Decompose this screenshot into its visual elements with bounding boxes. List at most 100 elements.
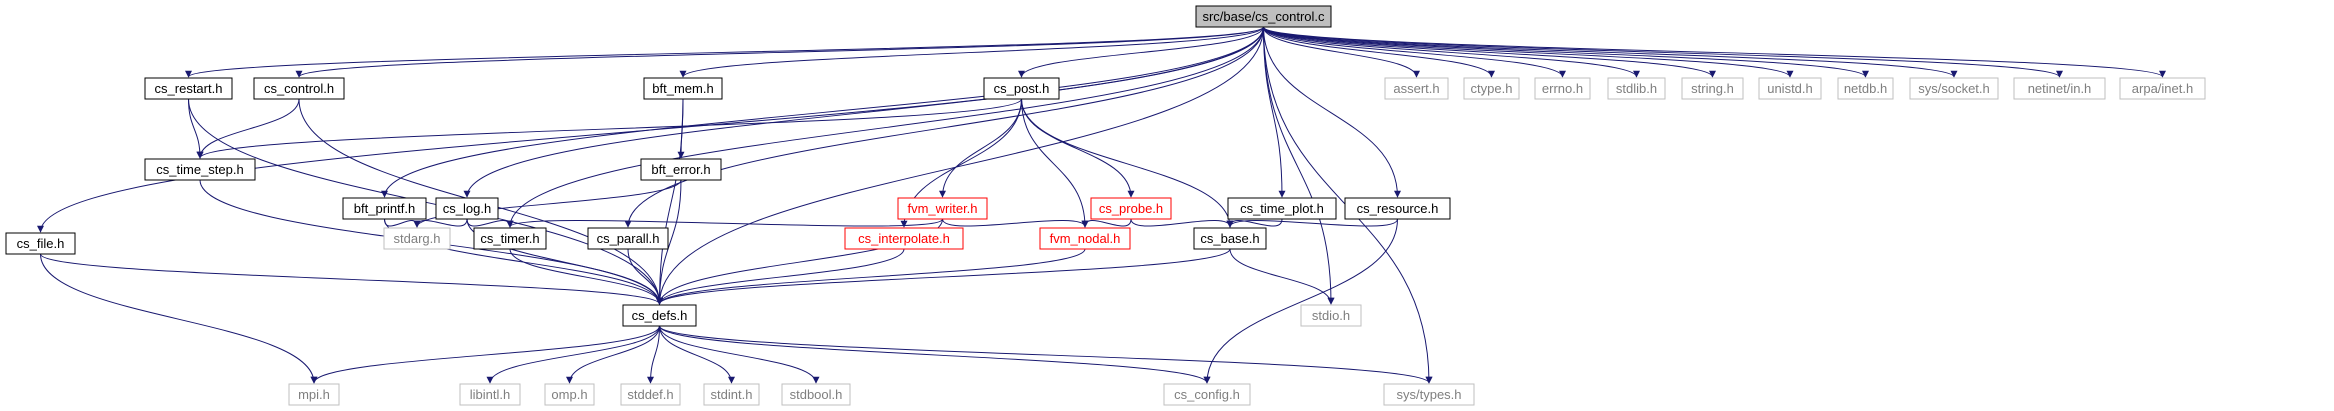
node-box xyxy=(1909,77,1999,100)
node-cs-control[interactable]: cs_control.h xyxy=(253,77,345,100)
node-box xyxy=(1837,77,1894,100)
node-box xyxy=(643,77,723,100)
edge-root-to-string xyxy=(1263,26,1716,78)
edge-root-to-ctype xyxy=(1263,26,1495,78)
node-bft-error[interactable]: bft_error.h xyxy=(640,158,722,181)
node-box xyxy=(1534,77,1591,100)
edge-cs_defs-to-stdint xyxy=(659,325,735,384)
node-box xyxy=(1227,197,1337,220)
node-label: libintl.h xyxy=(470,387,510,402)
node-cs-resource[interactable]: cs_resource.h xyxy=(1344,197,1451,220)
edge-cs_parall-to-cs_defs xyxy=(627,248,663,305)
node-box xyxy=(983,77,1060,100)
node-label: netdb.h xyxy=(1844,81,1887,96)
node-box xyxy=(1090,197,1172,220)
edge-root-to-stdlib xyxy=(1263,26,1640,78)
node-label: cs_probe.h xyxy=(1099,201,1163,216)
edge-cs_probe-to-cs_base xyxy=(1130,218,1234,228)
edge-root-to-sys_socket xyxy=(1263,26,1958,78)
edge-root-to-cs_resource xyxy=(1263,26,1401,198)
node-cs-restart[interactable]: cs_restart.h xyxy=(144,77,233,100)
edge-cs_timer-to-cs_defs xyxy=(509,248,663,305)
edge-cs_defs-to-libintl xyxy=(486,325,660,384)
node-errno: errno.h xyxy=(1534,77,1591,100)
node-sys-socket: sys/socket.h xyxy=(1909,77,1999,100)
node-label: cs_control.h xyxy=(264,81,334,96)
edge-cs_log-to-cs_timer xyxy=(466,218,514,228)
edge-cs_file-to-cs_defs xyxy=(40,253,663,305)
node-label: fvm_nodal.h xyxy=(1050,231,1121,246)
edge-root-to-cs_control xyxy=(295,26,1264,78)
node-label: cs_restart.h xyxy=(155,81,223,96)
node-cs-probe[interactable]: cs_probe.h xyxy=(1090,197,1172,220)
node-label: stdio.h xyxy=(1312,308,1350,323)
node-string: string.h xyxy=(1681,77,1744,100)
edge-cs_defs-to-mpi xyxy=(310,325,660,384)
edge-cs_defs-to-cs_config xyxy=(659,325,1211,384)
node-cs-log[interactable]: cs_log.h xyxy=(435,197,499,220)
edge-cs_defs-to-stddef xyxy=(647,325,660,384)
node-cs-interpolate[interactable]: cs_interpolate.h xyxy=(844,227,964,250)
node-cs-timer[interactable]: cs_timer.h xyxy=(473,227,547,250)
node-box xyxy=(288,383,340,406)
node-box xyxy=(1758,77,1822,100)
node-box xyxy=(1195,5,1332,28)
node-box xyxy=(844,227,964,250)
node-label: stddef.h xyxy=(627,387,673,402)
node-label: cs_time_step.h xyxy=(156,162,243,177)
node-sys-types: sys/types.h xyxy=(1383,383,1475,406)
node-box xyxy=(1384,77,1449,100)
node-box xyxy=(1300,304,1362,327)
node-omp: omp.h xyxy=(544,383,595,406)
node-cs-time-step[interactable]: cs_time_step.h xyxy=(144,158,256,181)
node-box xyxy=(781,383,851,406)
edge-cs_base-to-stdio xyxy=(1229,248,1335,305)
node-label: mpi.h xyxy=(298,387,330,402)
node-cs-parall[interactable]: cs_parall.h xyxy=(587,227,669,250)
edge-root-to-assert xyxy=(1263,26,1420,78)
edge-layer xyxy=(37,26,2166,384)
node-label: sys/types.h xyxy=(1396,387,1461,402)
edge-root-to-stdio xyxy=(1263,26,1335,305)
node-cs-post[interactable]: cs_post.h xyxy=(983,77,1060,100)
node-box xyxy=(144,77,233,100)
node-ctype: ctype.h xyxy=(1463,77,1520,100)
edge-cs_defs-to-sys_types xyxy=(659,325,1433,384)
edge-root-to-cs_restart xyxy=(185,26,1264,78)
node-label: stdint.h xyxy=(711,387,753,402)
node-cs-base[interactable]: cs_base.h xyxy=(1193,227,1267,250)
node-cs-defs[interactable]: cs_defs.h xyxy=(622,304,697,327)
node-label: cs_resource.h xyxy=(1357,201,1439,216)
node-box xyxy=(383,227,451,250)
edge-cs_defs-to-omp xyxy=(566,325,660,384)
edge-root-to-cs_defs xyxy=(656,26,1264,305)
edge-root-to-arpa_inet xyxy=(1263,26,2166,78)
node-label: bft_mem.h xyxy=(652,81,713,96)
node-fvm-writer[interactable]: fvm_writer.h xyxy=(897,197,988,220)
node-box xyxy=(587,227,669,250)
node-box xyxy=(897,197,988,220)
node-cs-time-plot[interactable]: cs_time_plot.h xyxy=(1227,197,1337,220)
edge-bft_printf-to-stdarg xyxy=(384,218,421,228)
edge-cs_post-to-fvm_nodal xyxy=(1021,98,1089,228)
edge-cs_probe-to-fvm_nodal xyxy=(1081,218,1132,228)
node-root[interactable]: src/base/cs_control.c xyxy=(1195,5,1332,28)
node-label: stdlib.h xyxy=(1616,81,1657,96)
node-label: string.h xyxy=(1691,81,1734,96)
node-layer: src/base/cs_control.c cs_file.h cs_restart… xyxy=(5,5,2206,406)
node-cs-file[interactable]: cs_file.h xyxy=(5,232,76,255)
node-bft-mem[interactable]: bft_mem.h xyxy=(643,77,723,100)
node-box xyxy=(2013,77,2106,100)
edge-root-to-bft_printf xyxy=(381,26,1264,198)
node-stdarg: stdarg.h xyxy=(383,227,451,250)
edge-fvm_writer-to-fvm_nodal xyxy=(942,218,1089,228)
node-fvm-nodal[interactable]: fvm_nodal.h xyxy=(1039,227,1131,250)
node-label: cs_time_plot.h xyxy=(1240,201,1324,216)
node-label: unistd.h xyxy=(1767,81,1813,96)
edge-bft_error-to-stdarg xyxy=(413,179,682,228)
node-bft-printf[interactable]: bft_printf.h xyxy=(342,197,427,220)
node-box xyxy=(622,304,697,327)
node-mpi: mpi.h xyxy=(288,383,340,406)
node-stdbool: stdbool.h xyxy=(781,383,851,406)
